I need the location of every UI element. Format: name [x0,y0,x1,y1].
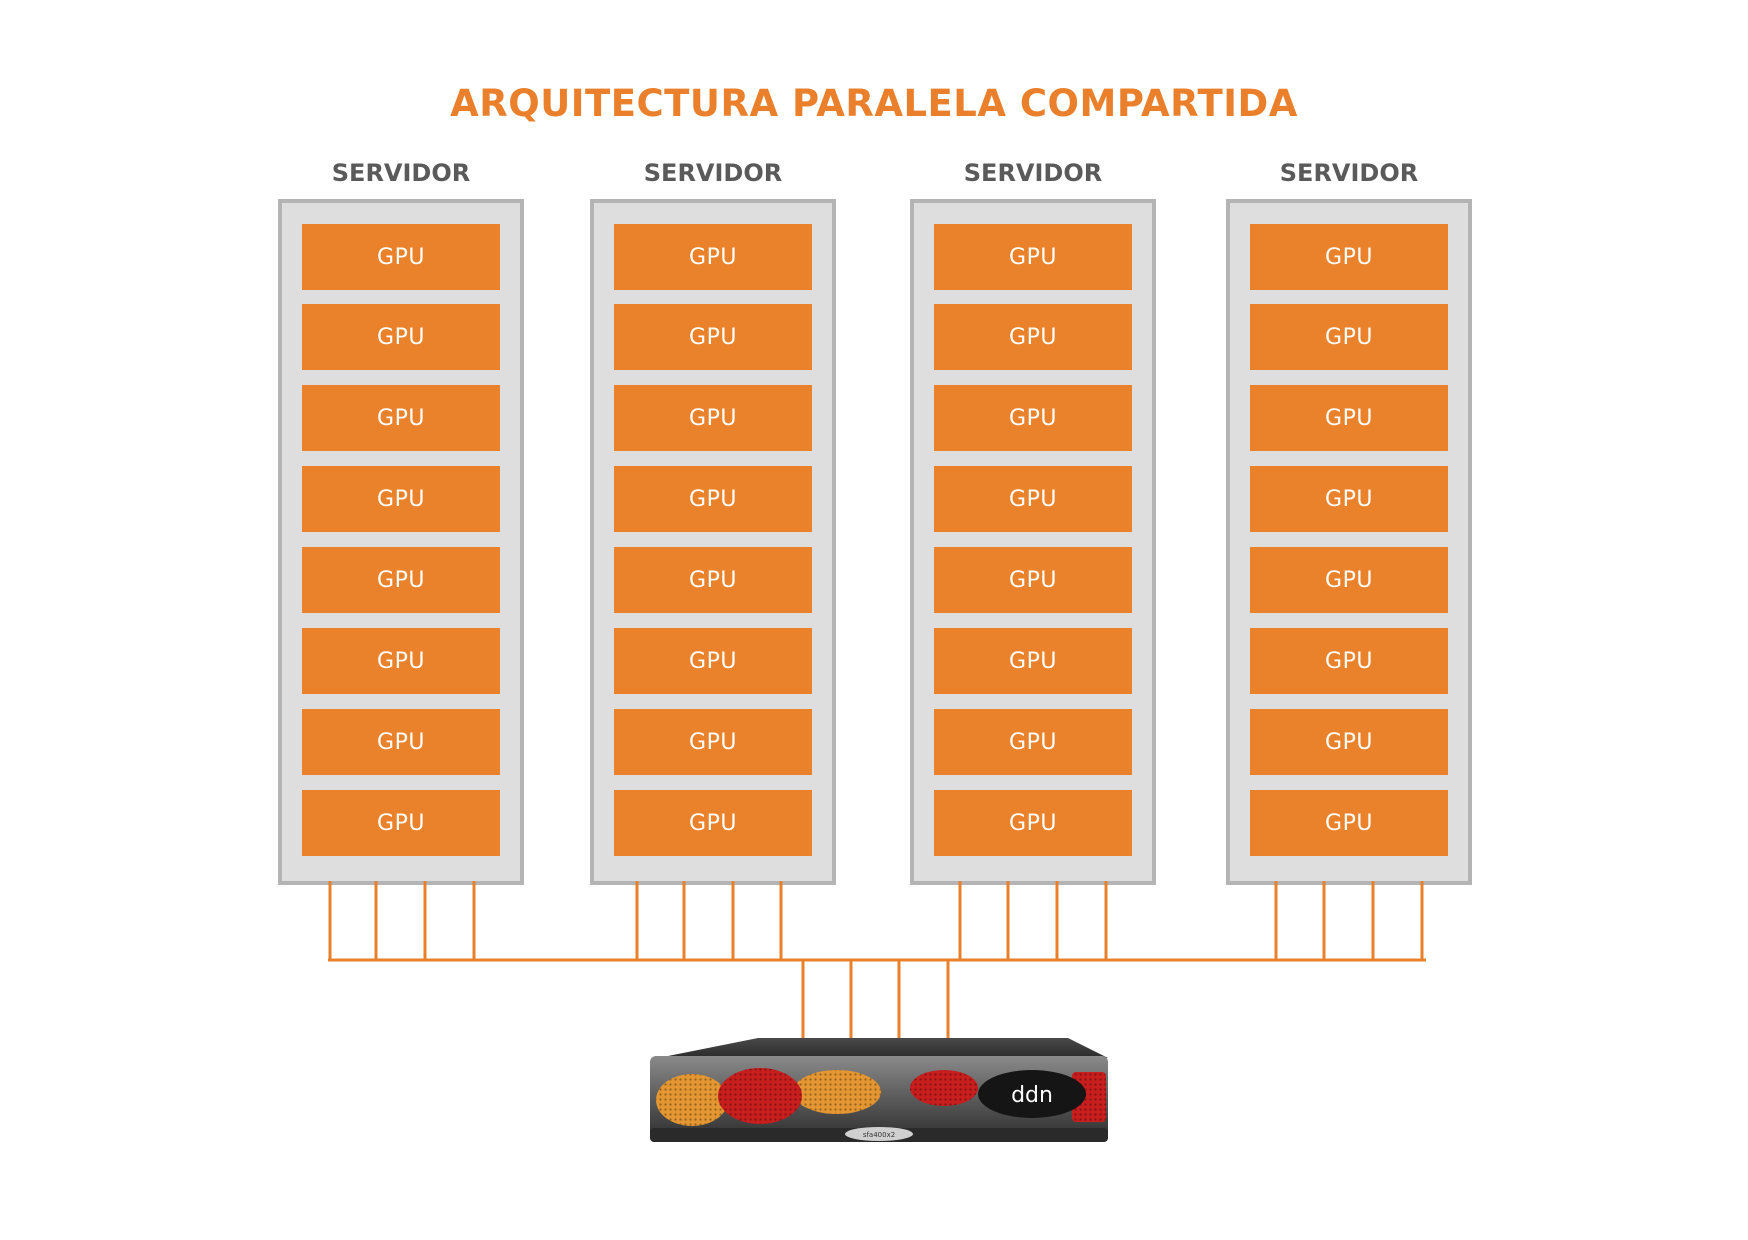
brand-logo: ddn [1011,1083,1053,1108]
model-label: sfa400x2 [863,1131,895,1139]
storage-appliance: ddn sfa400x2 [648,1032,1110,1148]
chassis-lid [658,1038,1108,1058]
